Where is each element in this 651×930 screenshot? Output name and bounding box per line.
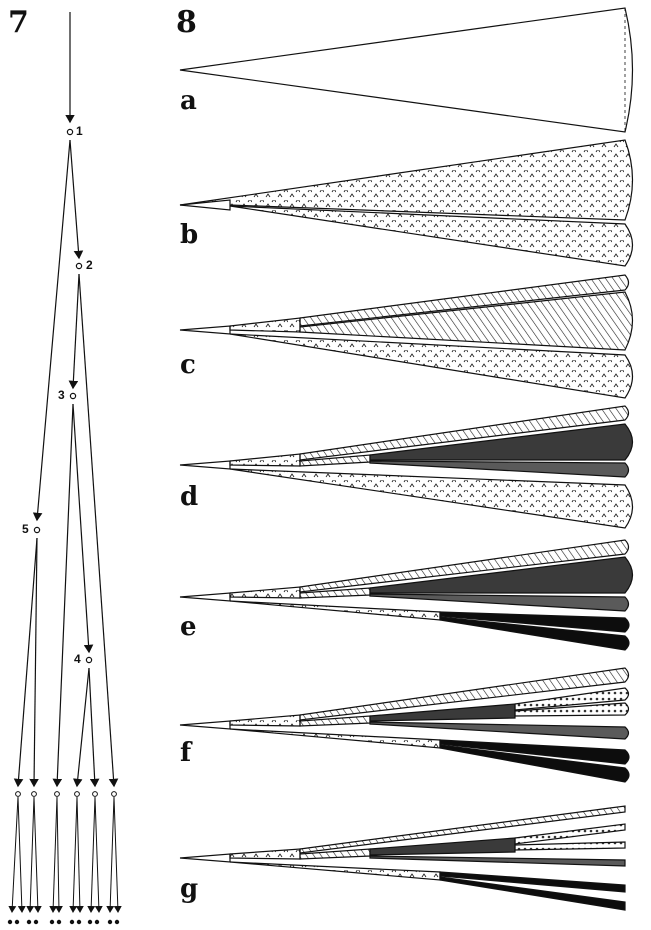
- leaf-group-2: [26, 791, 42, 913]
- edge-5-leaf2: [29, 537, 39, 788]
- tree-diagram: [13, 12, 119, 788]
- fan-d: [179, 405, 634, 529]
- panel-label-g: g: [180, 874, 199, 904]
- edge-1-5: [32, 139, 71, 522]
- node-4: [85, 656, 93, 664]
- tree-nodes: [33, 128, 93, 664]
- panel-label-b: b: [180, 220, 199, 250]
- figure-8-label: 8: [176, 5, 197, 40]
- panel-label-a: a: [180, 86, 197, 116]
- leaf-group-6: [106, 791, 122, 913]
- fan-g: [179, 805, 626, 911]
- leaf-lineages: [8, 791, 122, 913]
- fan-e: [179, 539, 634, 651]
- panel-label-d: d: [180, 482, 199, 512]
- fan-panels: [179, 7, 634, 911]
- fan-c: [179, 274, 634, 399]
- fan-a: [179, 7, 634, 133]
- node-label-3: 3: [58, 388, 65, 402]
- node-label-1: 1: [76, 124, 83, 138]
- panel-label-c: c: [180, 350, 196, 380]
- edge-3-leaf3: [52, 403, 74, 788]
- edge-1-2: [69, 139, 84, 260]
- leaf-group-5: [87, 791, 103, 913]
- figure-7-label: 7: [8, 5, 29, 40]
- leaf-group-4: [69, 791, 84, 913]
- leaf-group-3: [49, 791, 63, 913]
- fan-f: [179, 667, 630, 783]
- node-1: [66, 128, 74, 136]
- leaf-group-1: [8, 791, 26, 913]
- node-label-5: 5: [22, 522, 29, 536]
- node-label-4: 4: [74, 652, 81, 666]
- panel-label-f: f: [180, 738, 192, 768]
- node-2: [75, 262, 83, 270]
- node-5: [33, 526, 41, 534]
- edge-3-4: [72, 403, 94, 654]
- edge-4-leaf5: [88, 667, 100, 788]
- terminal-dots: [7, 919, 120, 925]
- node-3: [69, 392, 77, 400]
- edge-4-leaf4: [72, 667, 90, 788]
- panel-label-e: e: [180, 612, 197, 642]
- edge-5-leaf1: [13, 537, 38, 788]
- node-label-2: 2: [86, 258, 93, 272]
- edge-2-3: [68, 273, 80, 390]
- edge-2-leaf6: [78, 273, 119, 788]
- fan-b: [179, 139, 634, 267]
